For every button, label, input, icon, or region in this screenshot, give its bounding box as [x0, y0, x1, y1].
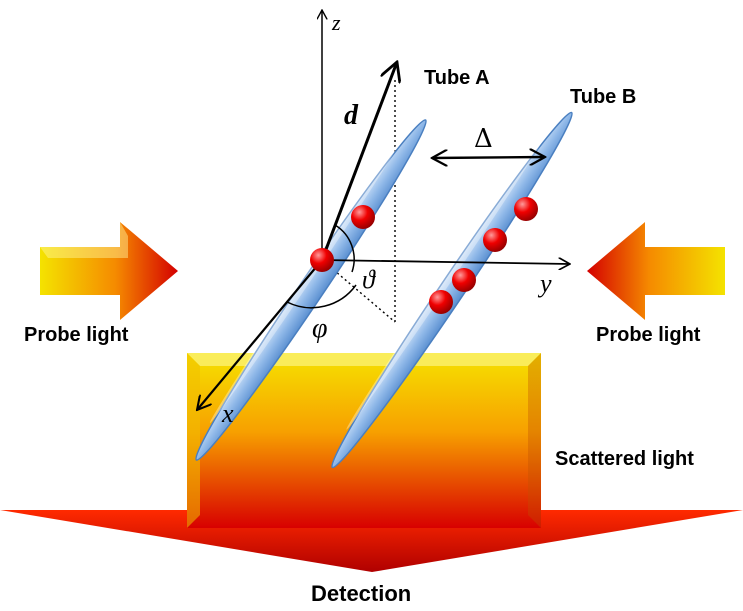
particle [429, 290, 453, 314]
particles-tube-b [429, 197, 538, 314]
y-axis [321, 260, 570, 264]
x-axis [197, 259, 323, 410]
theta-arc [334, 224, 355, 273]
phi-label: φ [312, 313, 328, 344]
detection-label: Detection [311, 581, 411, 606]
x-axis-label: x [221, 399, 234, 428]
probe-light-arrow-left [40, 222, 178, 320]
d-vector [320, 62, 397, 261]
d-label: d [344, 100, 359, 131]
particle [351, 205, 375, 229]
particle [310, 248, 334, 272]
particles-tube-a [310, 205, 375, 272]
tube-a-label: Tube A [424, 67, 490, 89]
delta-label: Δ [474, 124, 493, 154]
probe-light-left-label: Probe light [24, 324, 129, 346]
particle [514, 197, 538, 221]
scattered-light-label: Scattered light [555, 448, 694, 470]
delta-arrow [432, 157, 545, 158]
y-axis-label: y [537, 269, 552, 298]
tube-b [331, 111, 573, 469]
particle [483, 228, 507, 252]
probe-light-arrow-right [587, 222, 725, 320]
theta-label: ϑ [362, 265, 376, 294]
z-axis-label: z [331, 10, 341, 35]
probe-light-right-label: Probe light [596, 324, 701, 346]
phi-arc [286, 284, 357, 309]
particle [452, 268, 476, 292]
detection-arrow [0, 510, 743, 572]
tube-b-label: Tube B [570, 86, 636, 108]
